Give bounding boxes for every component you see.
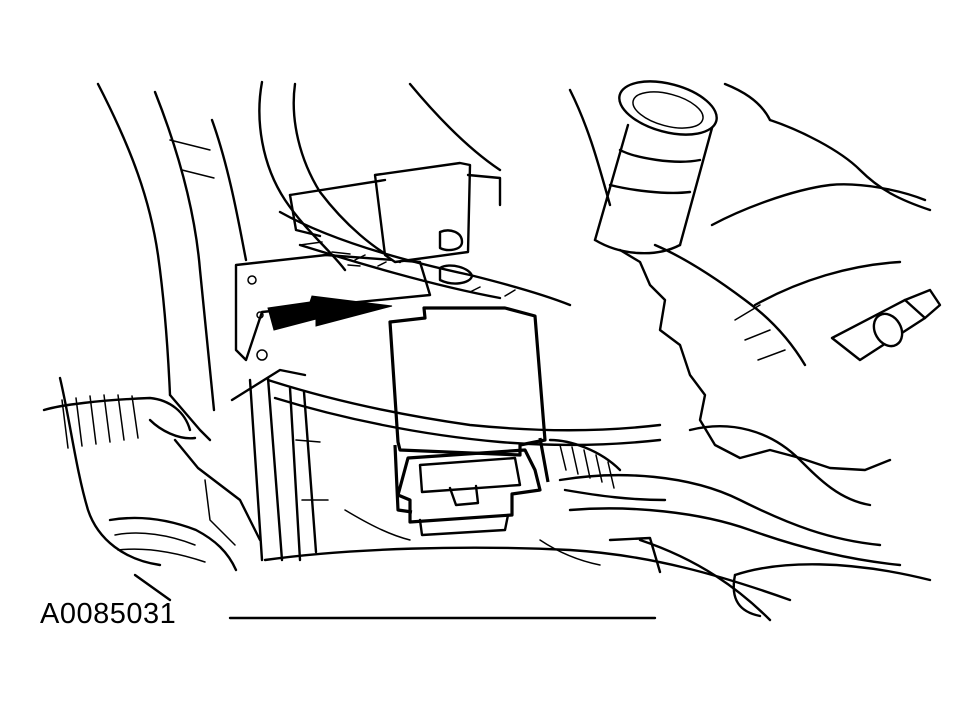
front-cable <box>266 378 662 447</box>
lower-floor <box>228 509 932 620</box>
frame-rails <box>230 368 329 562</box>
upper-pipe <box>258 80 502 272</box>
left-pillar <box>96 82 248 442</box>
wiring-loom <box>548 438 667 502</box>
module-connector <box>396 448 542 537</box>
arrow-right-icon <box>267 295 393 331</box>
right-panel <box>568 82 932 307</box>
control-module <box>388 306 550 514</box>
upper-cylinder <box>593 80 718 255</box>
lower-harness <box>558 425 902 622</box>
upper-bracket <box>288 161 502 285</box>
torn-trim <box>618 243 892 472</box>
harness-band <box>278 210 572 307</box>
lower-left-struts <box>133 438 262 602</box>
left-boot <box>42 376 238 572</box>
figure-id-label: A0085031 <box>40 598 177 630</box>
right-bolt <box>830 288 942 362</box>
